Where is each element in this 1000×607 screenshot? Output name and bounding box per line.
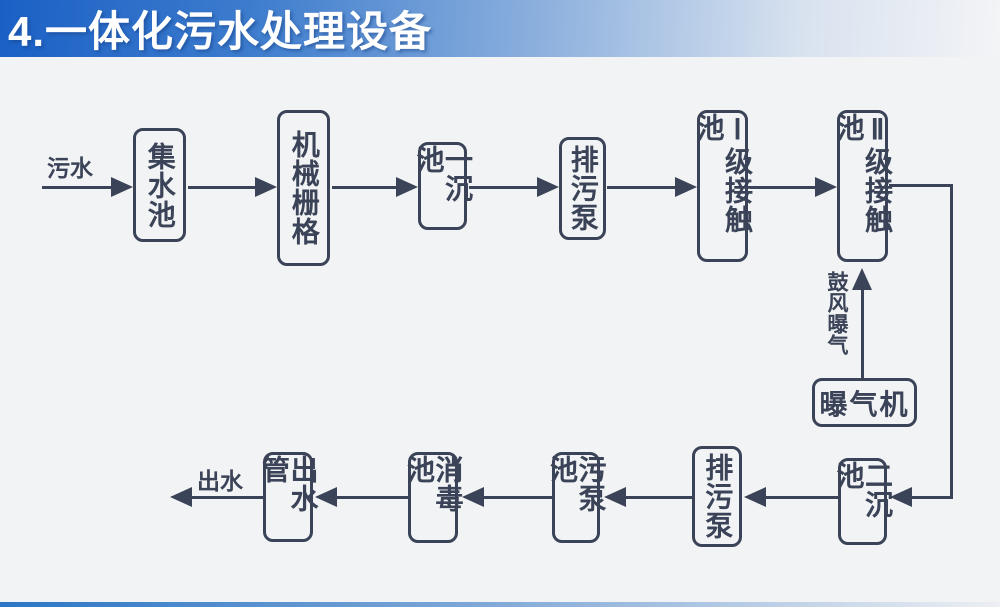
node-secondary-sedimentation-tank: 二沉池 [834,458,893,545]
node-primary-sedimentation-tank: 一沉池 [414,142,473,230]
node-level-2-contact-tank-label: Ⅱ级接触池 [833,113,894,234]
arrow-head-pump-to-pumptank [604,487,626,507]
aeration-label: 鼓风曝气 [825,271,849,355]
arrow-line-pump-to-pumptank [618,496,692,499]
node-sewage-pump-tank: 污泵池 [547,452,607,543]
slide-title: 4.一体化污水处理设备 [8,8,433,55]
arrow-line-primary-to-pump [469,186,545,189]
arrow-head-inlet [111,177,133,197]
node-sewage-pump-tank-label: 污泵池 [547,455,607,513]
node-level-1-contact-tank-label: Ⅰ级接触池 [693,113,754,234]
node-primary-sedimentation-tank-label: 一沉池 [413,145,474,203]
arrow-head-aeration [852,268,872,290]
arrow-head-secondary-to-pump [744,487,766,507]
arrow-head-outlet [170,487,192,507]
bottom-accent-bar [0,602,1000,607]
arrow-line-collection-to-grid [188,186,263,189]
arrow-line-outlet [184,496,263,499]
node-collection-tank-label: 集水池 [144,141,176,229]
arrow-line-aeration [861,284,864,378]
node-sewage-pump-bottom: 排污泵 [692,446,742,547]
node-disinfection-tank: 消毒池 [404,452,464,543]
node-disinfection-tank-label: 消毒池 [404,455,464,513]
outlet-label: 出水 [197,468,243,494]
inlet-label: 污水 [47,155,93,181]
arrow-line-level1-to-level2 [750,186,823,189]
arrow-line-pumptank-to-disinfection [476,496,552,499]
node-aerator: 曝气机 [812,378,917,427]
node-sewage-pump-top-label: 排污泵 [567,145,599,232]
node-secondary-sedimentation-tank-label: 二沉池 [833,461,894,519]
arrow-line-secondary-to-pump [758,496,838,499]
connector-level2-vertical [950,184,953,499]
arrow-line-disinfection-to-outletpipe [329,496,408,499]
arrow-head-disinfection-to-outletpipe [315,487,337,507]
node-outlet-pipe: 出水管 [259,452,319,542]
arrow-line-inlet [42,186,119,189]
arrow-head-pump-to-level1 [675,177,697,197]
node-sewage-pump-bottom-label: 排污泵 [702,453,734,540]
node-sewage-pump-top: 排污泵 [559,137,606,240]
arrow-head-pumptank-to-disinfection [462,487,484,507]
node-aerator-label: 曝气机 [819,388,910,420]
arrow-head-grid-to-primary [396,177,418,197]
node-collection-tank: 集水池 [133,128,186,242]
slide-header: 4.一体化污水处理设备 [0,0,1000,57]
arrow-head-collection-to-grid [255,177,277,197]
arrow-head-primary-to-pump [537,177,559,197]
arrow-head-to-secondary [890,487,912,507]
node-level-2-contact-tank: Ⅱ级接触池 [833,110,894,262]
arrow-line-to-secondary [904,496,953,499]
node-mechanical-grid: 机械栅格 [277,110,330,266]
connector-level2-horizontal [889,184,953,187]
node-mechanical-grid-label: 机械栅格 [288,130,320,246]
arrow-line-pump-to-level1 [607,186,683,189]
node-level-1-contact-tank: Ⅰ级接触池 [693,110,754,262]
arrow-head-level1-to-level2 [815,177,837,197]
arrow-line-grid-to-primary [332,186,404,189]
node-outlet-pipe-label: 出水管 [259,455,319,513]
